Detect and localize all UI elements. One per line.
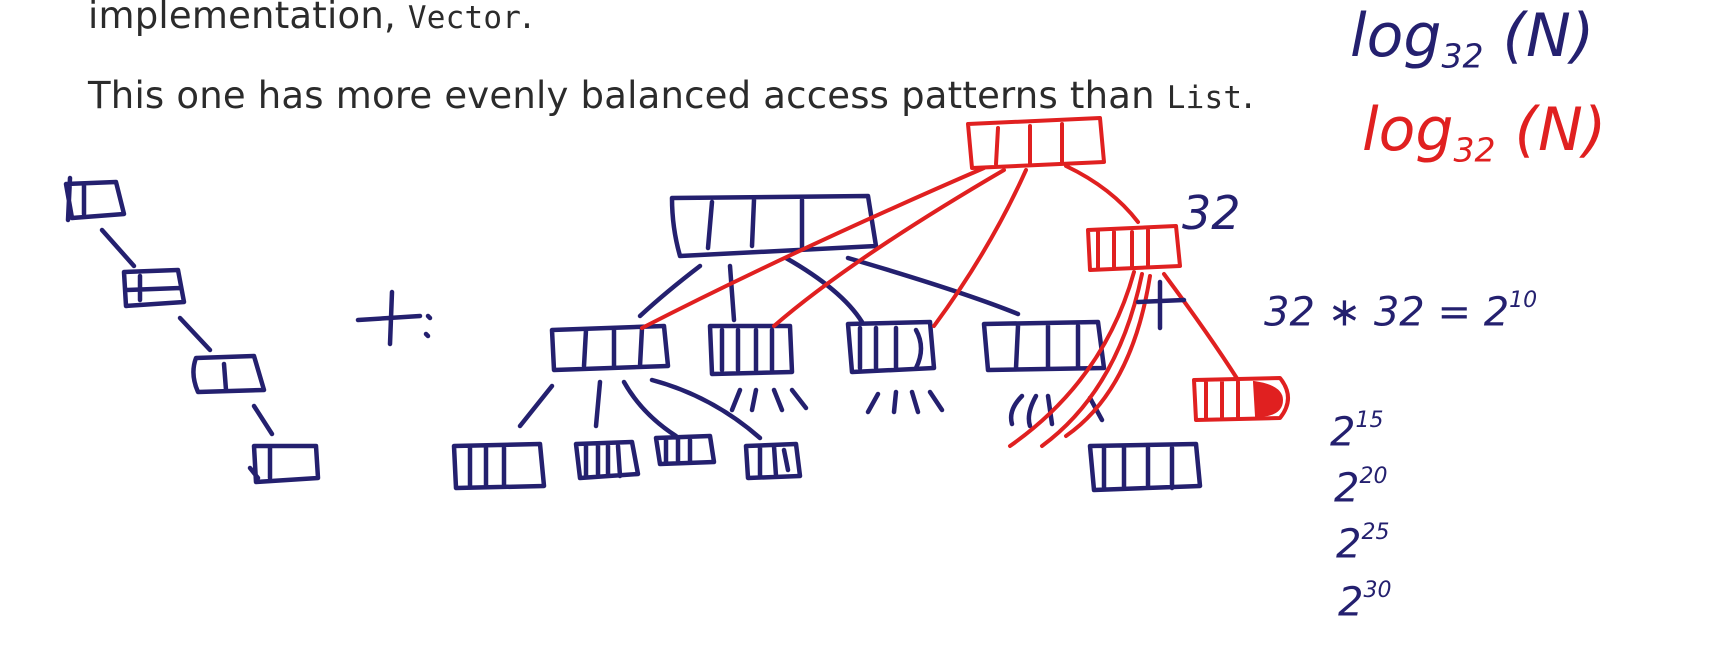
equation-left: 32 ∗ 32 = 2 — [1264, 289, 1510, 336]
leaf-node — [743, 441, 803, 481]
list-link — [177, 315, 213, 353]
tree-edge-stub — [729, 387, 1105, 429]
slide-text-line-1: implementation, Vector. — [88, 0, 533, 37]
line1-end: . — [521, 0, 534, 37]
line2-end: . — [1242, 74, 1255, 117]
leaf-node — [573, 439, 641, 481]
list-node — [63, 175, 127, 223]
tree-edge — [517, 377, 763, 441]
log-base-subscript: 32 — [1441, 36, 1484, 76]
list-link — [251, 403, 275, 437]
power-exponent: 20 — [1359, 464, 1388, 489]
power-note: 215 — [1330, 410, 1383, 453]
tree-node — [845, 319, 937, 375]
power-base: 2 — [1334, 465, 1360, 512]
power-note: 225 — [1336, 522, 1389, 565]
list-node — [121, 267, 187, 309]
red-leaf-node — [1192, 376, 1290, 422]
red-edge — [1008, 270, 1240, 448]
power-note: 230 — [1338, 580, 1391, 623]
tree-edge — [637, 255, 1021, 325]
log-argument: (N) — [1483, 1, 1595, 71]
tree-root-node — [669, 193, 879, 259]
power-exponent: 15 — [1355, 408, 1384, 433]
power-base: 2 — [1336, 521, 1362, 568]
tree-node — [707, 323, 795, 377]
red-log-argument: (N) — [1495, 95, 1607, 165]
line2-text: This one has more evenly balanced access… — [88, 74, 1167, 117]
list-code-label: List — [1166, 80, 1243, 116]
leaf-node — [1087, 441, 1203, 493]
list-linked-chain — [63, 175, 321, 485]
line1-text: implementation, — [88, 0, 408, 37]
list-node — [191, 353, 267, 395]
tree-node — [981, 319, 1107, 373]
power-base: 2 — [1330, 409, 1356, 456]
vector-tree-red — [640, 116, 1290, 448]
power-exponent: 25 — [1361, 520, 1390, 545]
power-base: 2 — [1338, 579, 1364, 626]
red-root-node — [966, 116, 1106, 170]
red-node — [1086, 224, 1182, 272]
vector-code-label: Vector — [407, 0, 522, 36]
approx-symbol — [355, 289, 433, 347]
red-edge — [640, 164, 1140, 330]
branch-factor-note: 32 — [1182, 186, 1241, 240]
list-link — [99, 227, 137, 269]
leaf-node — [653, 433, 717, 467]
log32-n-red-note: log32 (N) — [1362, 100, 1606, 167]
tree-edge-cross — [1135, 279, 1187, 331]
red-log-base-subscript: 32 — [1453, 130, 1496, 170]
equation-exponent: 10 — [1509, 288, 1538, 313]
red-log-word: log — [1362, 95, 1454, 165]
equation-note: 32 ∗ 32 = 210 — [1264, 290, 1537, 333]
slide-text-line-2: This one has more evenly balanced access… — [88, 74, 1254, 117]
leaf-node — [451, 441, 547, 491]
power-note: 220 — [1334, 466, 1387, 509]
log32-n-blue-note: log32 (N) — [1350, 6, 1594, 73]
tree-node — [549, 323, 671, 373]
power-exponent: 30 — [1363, 578, 1392, 603]
list-node — [247, 443, 321, 485]
vector-tree-blue — [451, 193, 1203, 493]
log-word: log — [1350, 1, 1442, 71]
